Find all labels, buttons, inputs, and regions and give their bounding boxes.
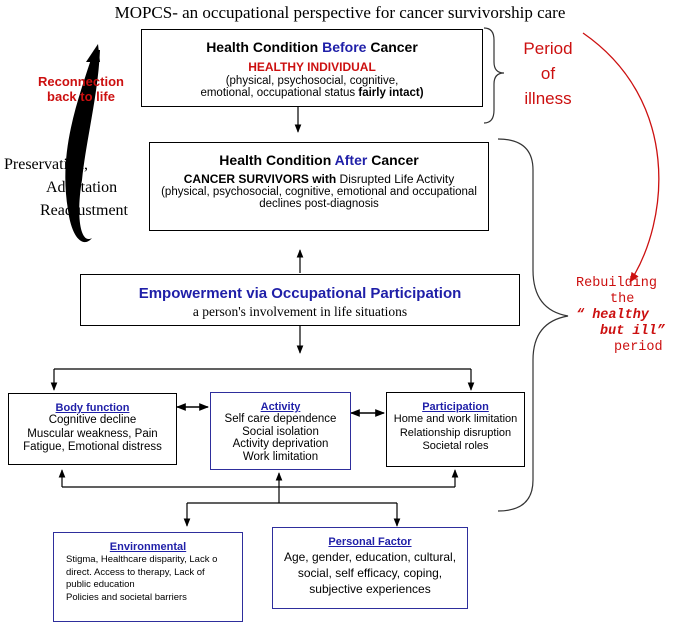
rebuilding-line-1: Rebuilding bbox=[576, 276, 658, 291]
rebuilding-line-5: period bbox=[614, 340, 663, 355]
before-cancer-title: Health Condition Before Cancer bbox=[142, 39, 482, 55]
activity-line: Social isolation bbox=[242, 425, 319, 438]
before-cancer-box: Health Condition Before Cancer HEALTHY I… bbox=[141, 29, 483, 107]
after-detail-line-3: declines post-diagnosis bbox=[259, 198, 379, 210]
empowerment-title: Empowerment via Occupational Participati… bbox=[138, 285, 462, 302]
rebuilding-line-4: but ill” bbox=[600, 324, 665, 339]
body-function-line: Cognitive decline bbox=[48, 414, 137, 426]
activity-lines: Self care dependence Social isolation Ac… bbox=[211, 413, 350, 463]
environmental-line: public education bbox=[66, 579, 135, 590]
environmental-line: direct. Access to therapy, Lack of bbox=[66, 566, 205, 578]
empowerment-subtitle: a person's involvement in life situation… bbox=[192, 304, 408, 319]
reconnection-line-1: Reconnection bbox=[38, 74, 124, 89]
before-detail-line-2-bold: fairly intact) bbox=[358, 87, 424, 99]
empowerment-box: Empowerment via Occupational Participati… bbox=[80, 274, 520, 326]
body-function-line: Muscular weakness, Pain bbox=[27, 427, 158, 440]
rebuilding-line-3: “ healthy bbox=[576, 308, 649, 323]
after-title-post: Cancer bbox=[367, 152, 419, 168]
period-illness-line-3: illness bbox=[524, 89, 572, 108]
environmental-lines: Stigma, Healthcare disparity, Lack o dir… bbox=[66, 554, 242, 604]
environmental-box: Environmental Stigma, Healthcare dispari… bbox=[53, 532, 243, 622]
activity-line: Work limitation bbox=[242, 450, 319, 463]
cancer-survivors-label: CANCER SURVIVORS with bbox=[183, 172, 337, 186]
personal-factor-box: Personal Factor Age, gender, education, … bbox=[272, 527, 468, 609]
body-function-line: Fatigue, Emotional distress bbox=[23, 441, 162, 453]
participation-line: Societal roles bbox=[422, 440, 489, 452]
participation-box: Participation Home and work limitation R… bbox=[386, 392, 525, 467]
left-swoosh-tip bbox=[86, 44, 100, 62]
left-swoosh bbox=[65, 50, 100, 243]
red-curved-arrow bbox=[582, 32, 660, 283]
preservation-line-2: Adaptation bbox=[46, 179, 118, 196]
brace-rebuilding bbox=[497, 138, 569, 512]
activity-title: Activity bbox=[260, 401, 301, 413]
period-illness-label: Period of illness bbox=[510, 36, 586, 111]
after-detail-line-1: CANCER SURVIVORS with Disrupted Life Act… bbox=[150, 172, 488, 186]
rebuilding-label: Rebuilding the “ healthy but ill” period bbox=[572, 276, 680, 356]
participation-line: Home and work limitation bbox=[393, 413, 518, 425]
participation-line: Relationship disruption bbox=[399, 426, 512, 439]
reconnection-label: Reconnection back to life bbox=[22, 74, 140, 104]
after-title-key: After bbox=[334, 152, 368, 168]
preservation-line-3: Readjustment bbox=[40, 202, 128, 219]
brace-period-illness bbox=[483, 27, 505, 124]
period-illness-line-1: Period bbox=[523, 39, 573, 58]
personal-factor-line: Age, gender, education, cultural, bbox=[283, 550, 457, 564]
participation-title: Participation bbox=[422, 401, 489, 413]
before-title-post: Cancer bbox=[366, 39, 418, 55]
reconnection-line-2: back to life bbox=[47, 89, 115, 104]
activity-line: Activity deprivation bbox=[232, 438, 329, 450]
environmental-line: Policies and societal barriers bbox=[66, 591, 187, 603]
before-title-pre: Health Condition bbox=[206, 39, 323, 55]
environmental-line: Stigma, Healthcare disparity, Lack o bbox=[66, 554, 218, 565]
before-detail-line-2: emotional, occupational status fairly in… bbox=[142, 87, 482, 99]
before-detail-line-1: (physical, psychosocial, cognitive, bbox=[225, 75, 399, 87]
rebuilding-line-2: the bbox=[610, 292, 635, 307]
diagram-title: MOPCS- an occupational perspective for c… bbox=[114, 3, 566, 22]
body-function-box: Body function Cognitive decline Muscular… bbox=[8, 393, 177, 465]
personal-factor-line: social, self efficacy, coping, bbox=[297, 566, 443, 580]
activity-box: Activity Self care dependence Social iso… bbox=[210, 392, 351, 470]
participation-lines: Home and work limitation Relationship di… bbox=[387, 413, 524, 454]
period-illness-line-2: of bbox=[540, 64, 556, 83]
after-cancer-title: Health Condition After Cancer bbox=[150, 152, 488, 168]
before-detail-line-2-text: emotional, occupational status bbox=[200, 87, 359, 99]
personal-factor-line: subjective experiences bbox=[309, 582, 431, 596]
before-title-key: Before bbox=[322, 39, 367, 55]
body-function-title: Body function bbox=[55, 402, 130, 414]
personal-factor-lines: Age, gender, education, cultural, social… bbox=[273, 549, 467, 597]
after-cancer-box: Health Condition After Cancer CANCER SUR… bbox=[149, 142, 489, 231]
disrupted-life-activity-label: Disrupted Life Activity bbox=[336, 172, 455, 186]
healthy-individual-label: HEALTHY INDIVIDUAL bbox=[248, 60, 376, 74]
after-detail-line-2: (physical, psychosocial, cognitive, emot… bbox=[161, 186, 477, 198]
preservation-line-1: Preservation, bbox=[4, 156, 88, 173]
body-function-lines: Cognitive decline Muscular weakness, Pai… bbox=[9, 414, 176, 455]
environmental-title: Environmental bbox=[109, 541, 187, 553]
activity-line: Self care dependence bbox=[224, 413, 337, 425]
after-title-pre: Health Condition bbox=[219, 152, 335, 168]
personal-factor-title: Personal Factor bbox=[328, 536, 412, 548]
preservation-label: Preservation, Adaptation Readjustment bbox=[4, 153, 154, 222]
